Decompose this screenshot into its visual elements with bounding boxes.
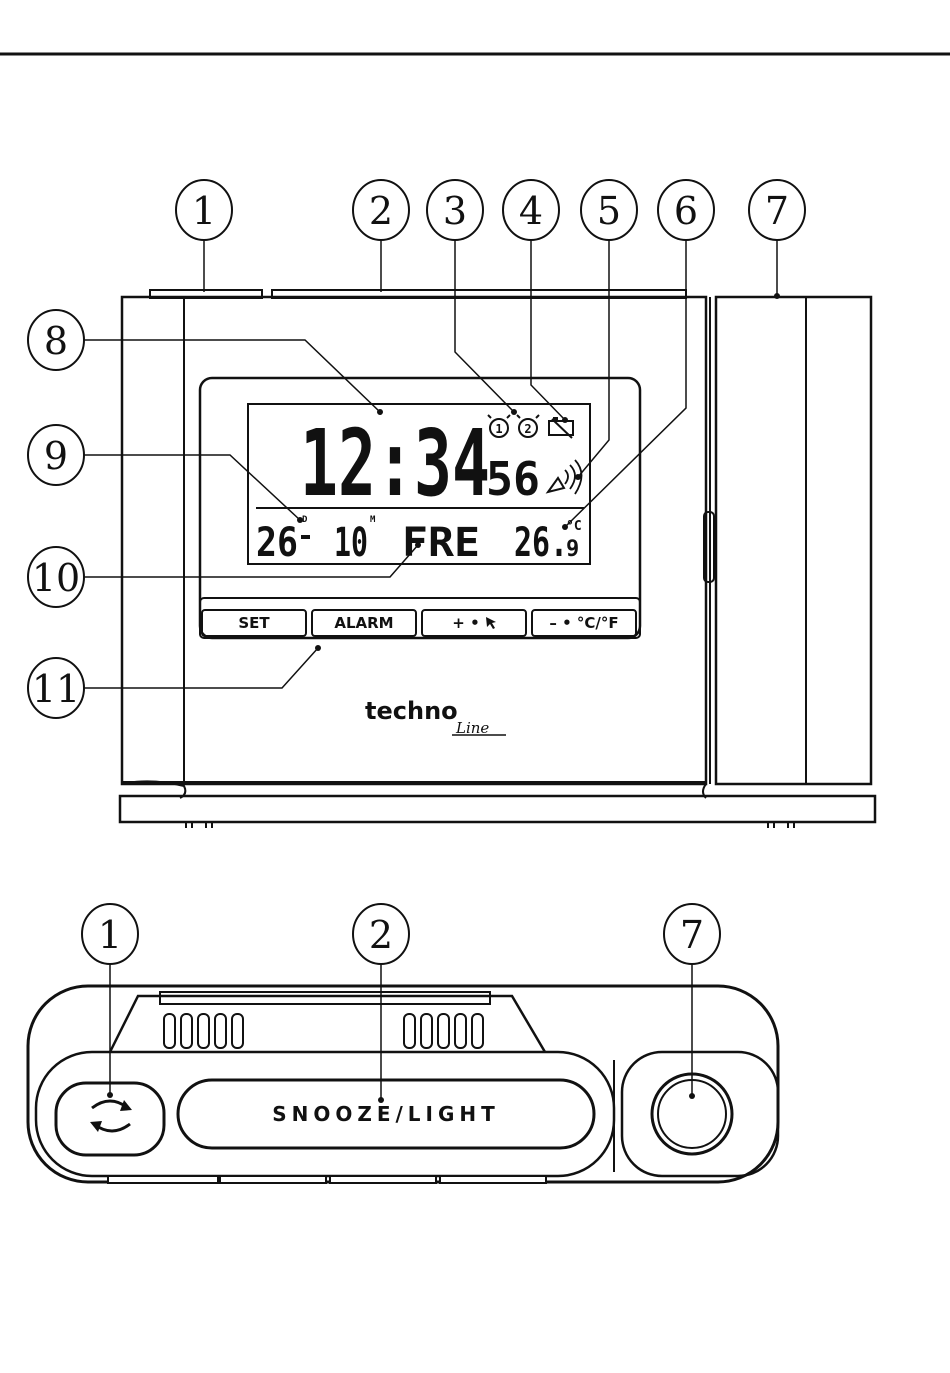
svg-text:7: 7 xyxy=(680,913,704,957)
radio-tower-icon xyxy=(486,617,496,629)
top-view: SNOOZE/LIGHT 1 2 7 xyxy=(28,904,778,1183)
svg-text:SET: SET xyxy=(238,614,270,632)
svg-text:8: 8 xyxy=(44,319,68,363)
svg-text:1: 1 xyxy=(495,422,502,436)
plus-button[interactable]: + • xyxy=(422,610,526,636)
lcd-month-marker: M xyxy=(370,515,376,525)
projector-unit xyxy=(716,297,871,784)
svg-text:2: 2 xyxy=(369,913,393,957)
lcd-month: 10 xyxy=(334,520,368,566)
lcd-time: 12:34 xyxy=(300,410,490,517)
low-battery-icon xyxy=(549,417,573,438)
lcd-temperature: 26. xyxy=(514,520,568,566)
lcd-temperature-decimal: 9 xyxy=(566,537,579,562)
svg-text:11: 11 xyxy=(32,667,80,711)
svg-text:5: 5 xyxy=(597,189,621,233)
lcd-seconds: 56 xyxy=(486,452,540,506)
set-button[interactable]: SET xyxy=(202,610,306,636)
svg-text:2: 2 xyxy=(369,189,393,233)
lcd-temp-unit: °C xyxy=(566,519,582,534)
svg-text:6: 6 xyxy=(674,189,698,233)
front-view: 12:34 56 26 D 10 M FRE 26. 9 °C 1 2 xyxy=(28,180,875,828)
svg-text:ALARM: ALARM xyxy=(334,614,393,632)
svg-text:3: 3 xyxy=(443,189,467,233)
svg-text:9: 9 xyxy=(44,434,68,478)
speaker-grille-left xyxy=(164,1014,243,1048)
svg-text:10: 10 xyxy=(32,556,80,600)
svg-text:SNOOZE/LIGHT: SNOOZE/LIGHT xyxy=(272,1102,500,1126)
logo-techno: techno xyxy=(365,697,458,725)
svg-text:1: 1 xyxy=(192,189,216,233)
svg-text:4: 4 xyxy=(519,189,543,233)
svg-text:7: 7 xyxy=(765,189,789,233)
alarm1-icon: 1 xyxy=(488,415,510,437)
clock-base xyxy=(120,796,875,822)
snooze-light-button[interactable]: SNOOZE/LIGHT xyxy=(178,1080,594,1148)
minus-unit-button[interactable]: – • °C/°F xyxy=(532,610,636,636)
alarm-button[interactable]: ALARM xyxy=(312,610,416,636)
svg-text:+ •: + • xyxy=(452,614,479,632)
lcd-dash xyxy=(301,535,310,539)
alarm2-icon: 2 xyxy=(517,415,539,437)
svg-text:2: 2 xyxy=(524,422,531,436)
lcd-day: 26 xyxy=(256,520,298,566)
speaker-grille-right xyxy=(404,1014,483,1048)
svg-text:– • °C/°F: – • °C/°F xyxy=(549,614,618,632)
svg-text:1: 1 xyxy=(98,913,122,957)
top-projector-panel xyxy=(622,1052,778,1176)
lcd-weekday: FRE xyxy=(402,520,480,566)
